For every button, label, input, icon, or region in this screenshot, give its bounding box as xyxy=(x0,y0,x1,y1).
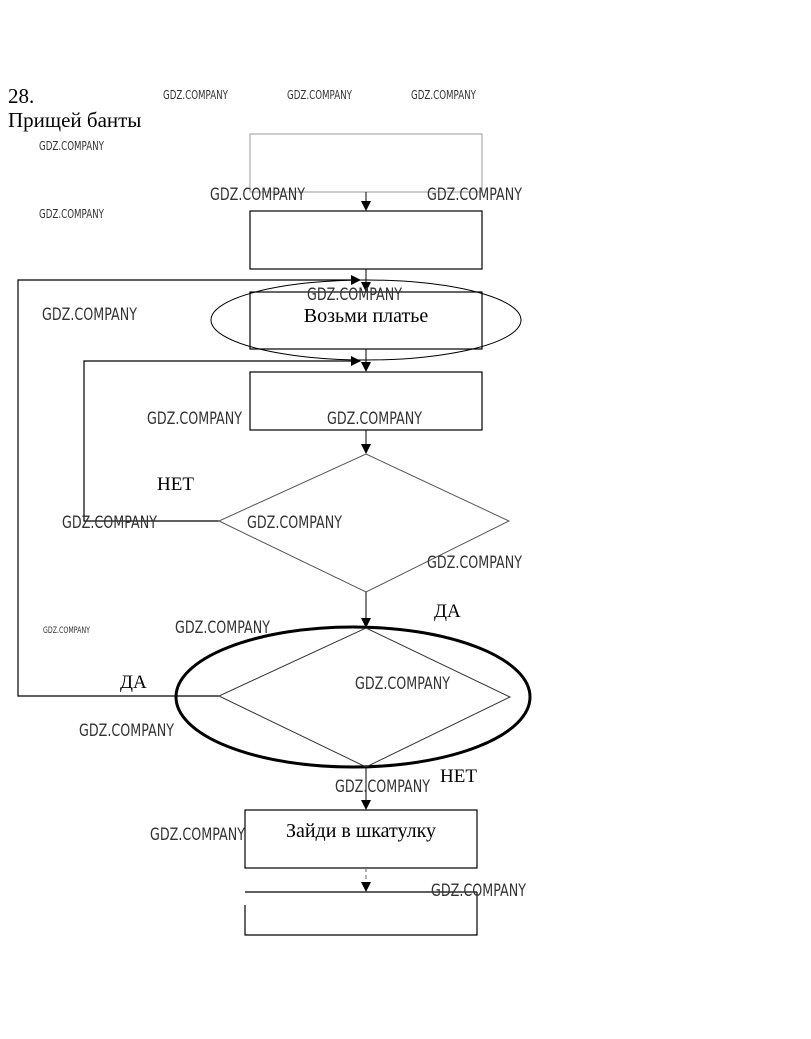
watermark: GDZ.COMPANY xyxy=(355,674,450,694)
watermark: GDZ.COMPANY xyxy=(307,285,402,305)
watermark: GDZ.COMPANY xyxy=(247,513,342,533)
process-block-2 xyxy=(249,210,483,270)
watermark: GDZ.COMPANY xyxy=(147,409,242,429)
decision-1-yes-label: ДА xyxy=(434,601,461,622)
process-block-6 xyxy=(244,891,478,936)
decision-2-no-label: НЕТ xyxy=(440,766,477,787)
watermark: GDZ.COMPANY xyxy=(411,88,476,102)
decision-1-no-label: НЕТ xyxy=(157,474,194,495)
watermark: GDZ.COMPANY xyxy=(79,721,174,741)
decision-2-yes-label: ДА xyxy=(120,672,147,693)
watermark: GDZ.COMPANY xyxy=(327,409,422,429)
highlight-ellipse-2 xyxy=(174,625,532,769)
watermark: GDZ.COMPANY xyxy=(175,618,270,638)
decision-2 xyxy=(217,627,512,768)
process-block-1 xyxy=(249,133,483,193)
loop-back-inner xyxy=(83,356,361,522)
diagram-title: Прищей банты xyxy=(8,108,141,132)
block-3-label: Возьми платье xyxy=(304,305,429,327)
block-5-label: Зайди в шкатулку xyxy=(286,820,436,842)
watermark: GDZ.COMPANY xyxy=(39,207,104,221)
watermarks: GDZ.COMPANY GDZ.COMPANY GDZ.COMPANY GDZ.… xyxy=(39,88,526,901)
watermark: GDZ.COMPANY xyxy=(210,185,305,205)
task-number: 28. xyxy=(8,84,34,108)
watermark: GDZ.COMPANY xyxy=(287,88,352,102)
watermark: GDZ.COMPANY xyxy=(163,88,228,102)
watermark: GDZ.COMPANY xyxy=(431,881,526,901)
watermark: GDZ.COMPANY xyxy=(39,139,104,153)
process-block-5 xyxy=(244,809,478,869)
watermark: GDZ.COMPANY xyxy=(43,626,90,636)
watermark: GDZ.COMPANY xyxy=(42,305,137,325)
watermark: GDZ.COMPANY xyxy=(427,185,522,205)
loop-back-outer xyxy=(17,275,361,697)
watermark: GDZ.COMPANY xyxy=(150,825,245,845)
watermark: GDZ.COMPANY xyxy=(62,513,157,533)
watermark: GDZ.COMPANY xyxy=(427,553,522,573)
watermark: GDZ.COMPANY xyxy=(335,777,430,797)
